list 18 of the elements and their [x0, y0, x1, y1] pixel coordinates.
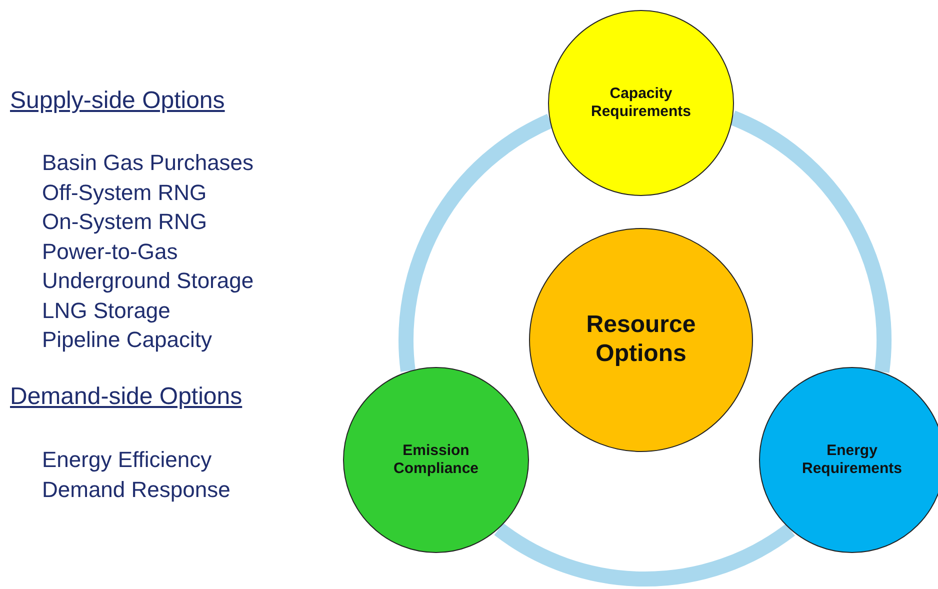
node-label: Energy Requirements — [800, 442, 904, 478]
ring-arc — [398, 114, 554, 372]
node-label: Resource Options — [585, 311, 697, 369]
option-item: LNG Storage — [42, 299, 170, 324]
ring-arc — [494, 522, 795, 586]
node-label: Capacity Requirements — [590, 85, 692, 121]
option-item: Basin Gas Purchases — [42, 151, 254, 176]
option-item: On-System RNG — [42, 210, 208, 234]
option-item: Energy Efficiency — [42, 448, 212, 472]
section-heading: Demand-side Options — [10, 384, 242, 410]
option-item: Off-System RNG — [42, 181, 207, 206]
node-label: Emission Compliance — [392, 442, 480, 478]
option-item: Underground Storage — [42, 269, 254, 294]
ring-arc — [729, 110, 892, 372]
section-heading: Supply-side Options — [10, 88, 225, 114]
option-item: Power-to-Gas — [42, 240, 178, 264]
option-item: Demand Response — [42, 478, 230, 502]
option-item: Pipeline Capacity — [42, 328, 212, 352]
